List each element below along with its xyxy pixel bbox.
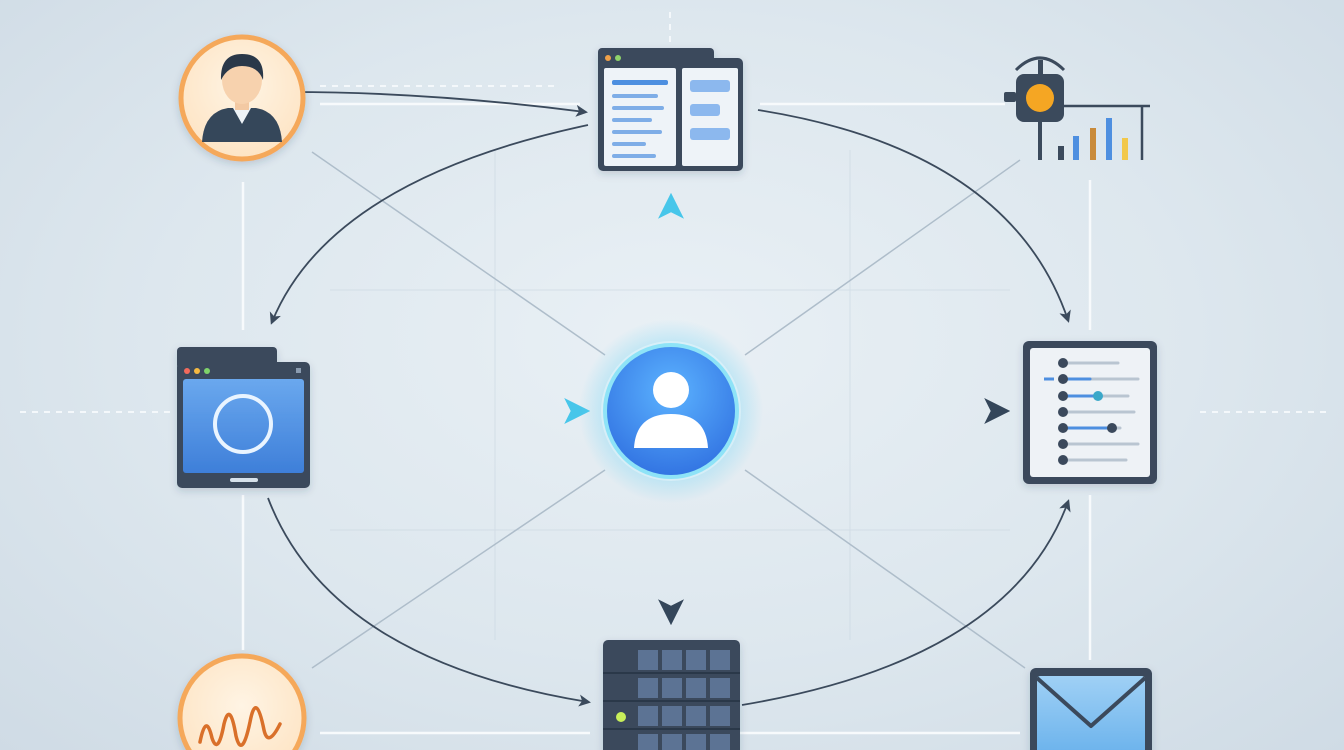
settings-list-node[interactable] — [1023, 341, 1157, 484]
browser-circle-icon — [213, 394, 273, 454]
waveform-node[interactable] — [177, 653, 307, 750]
waveform-icon — [198, 706, 282, 748]
server-rack-node[interactable] — [603, 640, 740, 750]
document-side-panel — [690, 80, 730, 140]
dashed-guides — [20, 12, 1330, 413]
document-lines — [612, 80, 668, 158]
server-rack-icon — [638, 650, 730, 750]
mail-node[interactable] — [1030, 668, 1152, 750]
envelope-icon — [1035, 676, 1147, 728]
frame-lines — [241, 102, 1092, 735]
server-status-led — [616, 712, 626, 722]
user-avatar-node[interactable] — [178, 34, 306, 162]
user-hub-icon — [634, 372, 708, 448]
browser-window-node[interactable] — [177, 347, 310, 488]
document-window-node[interactable] — [598, 48, 743, 171]
curved-edges — [267, 91, 1071, 707]
sensor-bars — [1058, 118, 1128, 160]
settings-list-icon — [1044, 358, 1140, 465]
user-avatar-icon — [202, 54, 282, 142]
sensor-chart-icon — [1004, 56, 1150, 160]
monitoring-sensor-node[interactable] — [1004, 56, 1150, 160]
central-user-hub-node[interactable] — [579, 319, 763, 503]
